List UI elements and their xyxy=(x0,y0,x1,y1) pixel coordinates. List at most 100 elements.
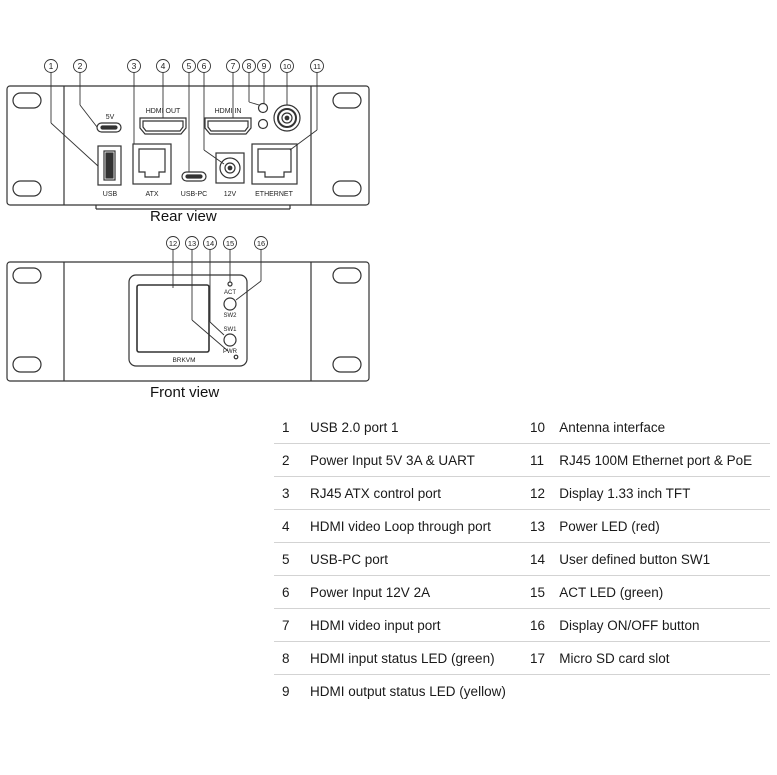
front-panel xyxy=(6,261,370,382)
legend-row: 1 USB 2.0 port 1 10 Antenna interface xyxy=(274,411,770,444)
legend-number: 14 xyxy=(530,551,546,567)
mount-slot-icon xyxy=(332,180,362,197)
legend-text: RJ45 ATX control port xyxy=(310,485,442,501)
legend-text: Display 1.33 inch TFT xyxy=(559,485,691,501)
label-5v: 5V xyxy=(106,114,115,121)
callout-number: 3 xyxy=(132,61,137,71)
dc-12v-jack-icon xyxy=(215,152,245,184)
legend-text: HDMI video Loop through port xyxy=(310,518,491,534)
legend-number: 3 xyxy=(282,485,290,501)
legend-row: 7 HDMI video input port 16 Display ON/OFF … xyxy=(274,609,770,642)
legend-number: 2 xyxy=(282,452,290,468)
hdmi-out-led-icon xyxy=(257,118,269,130)
legend-text: Micro SD card slot xyxy=(559,650,670,666)
hdmi-in-port-icon xyxy=(204,117,252,135)
legend-number: 15 xyxy=(530,584,546,600)
legend-row: 9 HDMI output status LED (yellow) xyxy=(274,675,770,707)
legend-number: 1 xyxy=(282,419,290,435)
rear-panel xyxy=(6,85,370,210)
legend-text: USB 2.0 port 1 xyxy=(310,419,399,435)
label-atx: ATX xyxy=(145,191,158,198)
callout-number: 6 xyxy=(202,61,207,71)
callout-number: 4 xyxy=(161,61,166,71)
callout-circles xyxy=(44,59,324,250)
mount-slot-icon xyxy=(12,356,42,373)
callout-number: 5 xyxy=(187,61,192,71)
legend-text xyxy=(559,675,770,707)
sw2-button-icon xyxy=(223,297,237,311)
legend-number: 12 xyxy=(530,485,546,501)
legend-text: User defined button SW1 xyxy=(559,551,711,567)
legend-text: HDMI video input port xyxy=(310,617,441,633)
legend-text: Power LED (red) xyxy=(559,518,660,534)
device-diagram: 1 2 3 4 5 6 7 8 9 10 11 12 13 14 15 16 5… xyxy=(6,59,370,382)
rj45-atx-port-icon xyxy=(132,143,172,185)
display-bezel xyxy=(128,274,248,367)
callout-number: 14 xyxy=(206,239,214,248)
usb-c-5v-port-icon xyxy=(96,122,122,133)
legend-text: ACT LED (green) xyxy=(559,584,664,600)
mount-slot-icon xyxy=(332,92,362,109)
legend-number xyxy=(524,675,559,707)
legend-row: 5 USB-PC port 14 User defined button SW1 xyxy=(274,543,770,576)
legend-number: 9 xyxy=(282,683,290,699)
legend-number: 17 xyxy=(530,650,546,666)
legend-number: 13 xyxy=(530,518,546,534)
legend-number: 11 xyxy=(530,452,545,468)
legend-row: 3 RJ45 ATX control port 12 Display 1.33 in… xyxy=(274,477,770,510)
front-callout-leaders xyxy=(172,250,262,352)
label-usb: USB xyxy=(103,191,118,198)
callout-number: 9 xyxy=(262,61,267,71)
callout-number: 1 xyxy=(49,61,54,71)
mount-slot-icon xyxy=(12,92,42,109)
usb-c-pc-port-icon xyxy=(181,171,207,182)
label-usb-pc: USB-PC xyxy=(181,191,207,198)
legend-row: 6 Power Input 12V 2A 15 ACT LED (green) xyxy=(274,576,770,609)
label-12v: 12V xyxy=(224,191,237,198)
legend-text: Antenna interface xyxy=(559,419,666,435)
label-hdmi-out: HDMI OUT xyxy=(146,108,181,115)
legend-number: 10 xyxy=(530,419,546,435)
legend-text: HDMI output status LED (yellow) xyxy=(310,683,506,699)
mount-slot-icon xyxy=(12,267,42,284)
mount-slot-icon xyxy=(12,180,42,197)
legend-text: RJ45 100M Ethernet port & PoE xyxy=(559,452,753,468)
callout-number: 13 xyxy=(188,239,196,248)
mount-slot-icon xyxy=(332,267,362,284)
legend-row: 8 HDMI input status LED (green) 17 Micro S… xyxy=(274,642,770,675)
label-ethernet: ETHERNET xyxy=(255,191,293,198)
callout-number: 15 xyxy=(226,239,234,248)
label-act: ACT xyxy=(224,290,236,296)
front-view-caption: Front view xyxy=(150,384,220,401)
legend-text: Display ON/OFF button xyxy=(559,617,700,633)
label-brand: BRKVM xyxy=(172,357,195,364)
legend-number: 8 xyxy=(282,650,290,666)
rj45-ethernet-port-icon xyxy=(251,143,298,185)
rear-view-caption: Rear view xyxy=(150,208,217,225)
callout-number: 10 xyxy=(283,62,291,71)
label-pwr: PWR xyxy=(223,349,238,355)
mount-slot-icon xyxy=(332,356,362,373)
legend-number: 4 xyxy=(282,518,290,534)
legend-number: 5 xyxy=(282,551,290,567)
label-sw2: SW2 xyxy=(223,313,237,319)
rear-callout-leaders xyxy=(50,73,318,172)
callout-number: 11 xyxy=(313,62,321,71)
legend-number: 16 xyxy=(530,617,546,633)
callout-number: 16 xyxy=(257,239,265,248)
legend-text: USB-PC port xyxy=(310,551,389,567)
pwr-led-icon xyxy=(233,354,239,360)
legend-text: Power Input 12V 2A xyxy=(310,584,431,600)
legend-row: 4 HDMI video Loop through port 13 Power LE… xyxy=(274,510,770,543)
legend-text: HDMI input status LED (green) xyxy=(310,650,495,666)
legend-text: Power Input 5V 3A & UART xyxy=(310,452,475,468)
callout-number: 8 xyxy=(247,61,252,71)
legend-number: 7 xyxy=(282,617,290,633)
hdmi-out-port-icon xyxy=(139,117,187,135)
hdmi-in-led-icon xyxy=(257,102,269,114)
label-sw1: SW1 xyxy=(223,327,237,333)
callout-number: 12 xyxy=(169,239,177,248)
legend-number: 6 xyxy=(282,584,290,600)
label-hdmi-in: HDMI IN xyxy=(215,108,242,115)
